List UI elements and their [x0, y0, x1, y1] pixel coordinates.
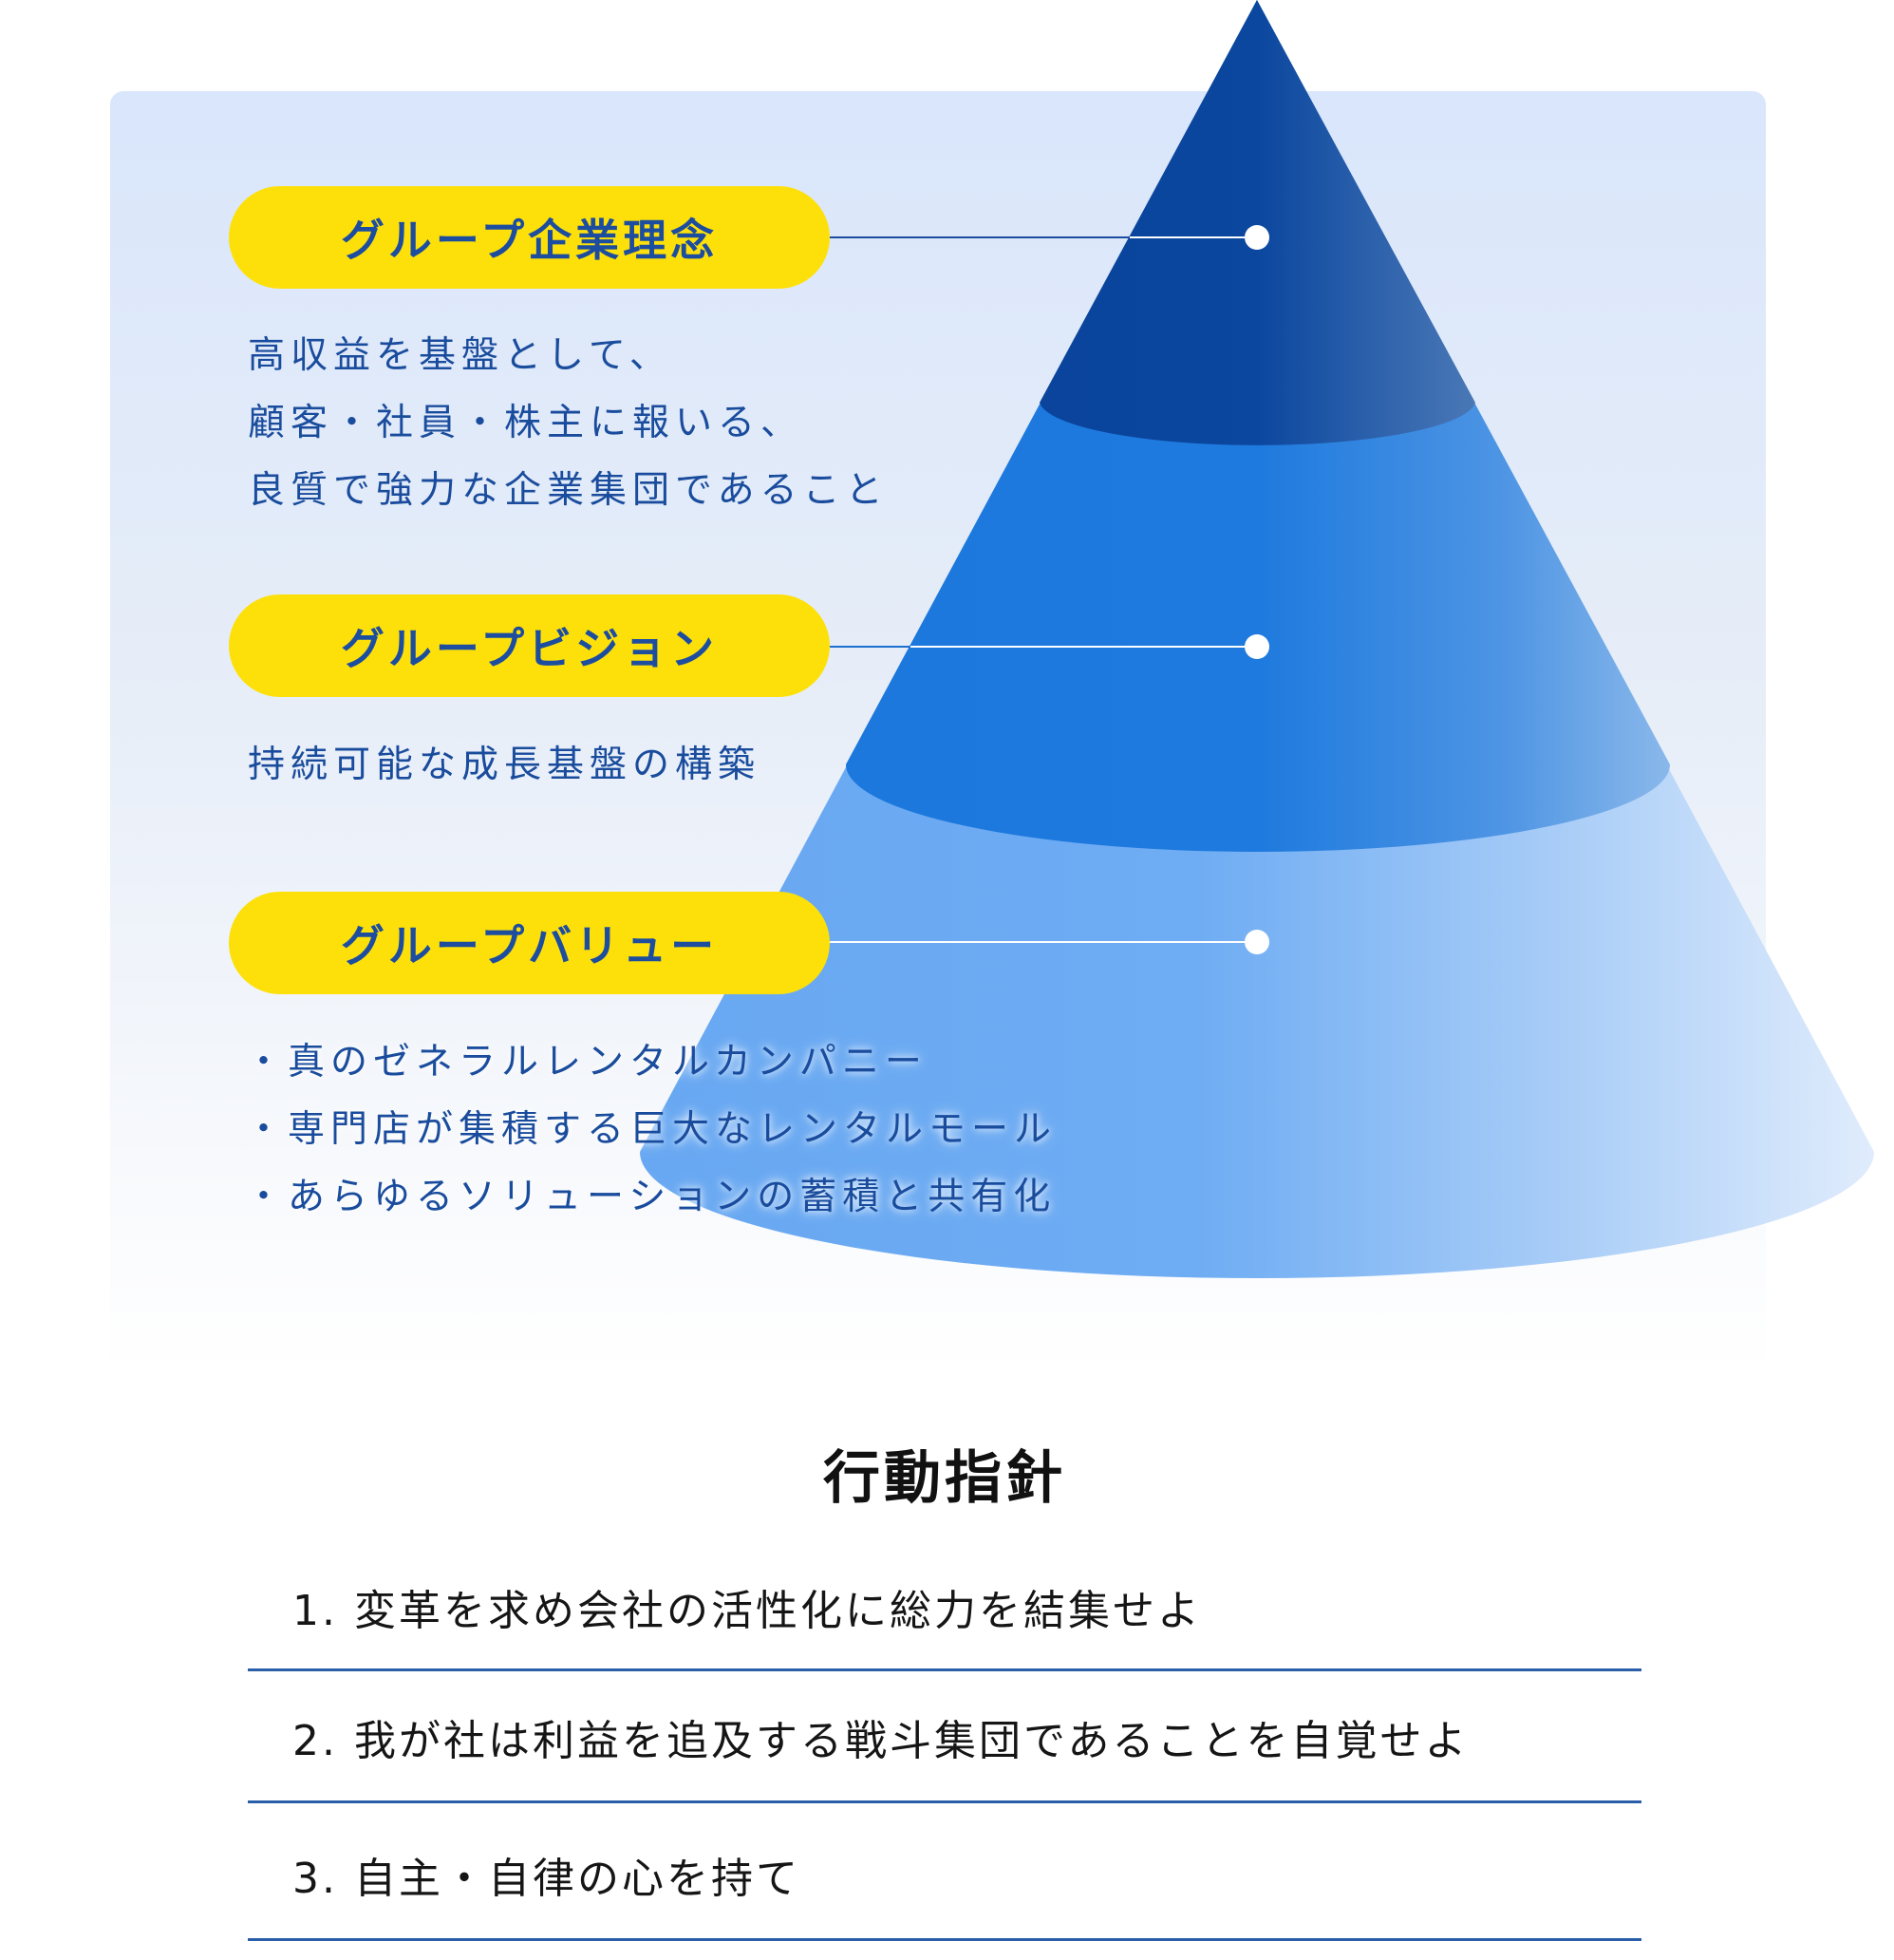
conduct-heading: 行動指針 [823, 1445, 1066, 1512]
tier-label-vision: グループビジョン [229, 594, 830, 697]
text-line: 顧客・社員・株主に報いる、 [248, 402, 804, 444]
pyramid-cone [640, 0, 1874, 1278]
tier-label-value: グループバリュー [229, 892, 830, 994]
divider [248, 1668, 1641, 1671]
connector-dot-1 [1245, 225, 1269, 250]
text-line: 高収益を基盤として、 [248, 334, 672, 377]
divider [248, 1938, 1641, 1941]
value-list: ・真のゼネラルレンタルカンパニー ・専門店が集積する巨大なレンタルモール ・あら… [245, 1028, 1057, 1231]
connector-dot-3 [1245, 930, 1269, 954]
tier-label-philosophy: グループ企業理念 [229, 186, 830, 289]
list-item: ・あらゆるソリューションの蓄積と共有化 [245, 1176, 1057, 1218]
conduct-item-3: 3. 自主・自律の心を持て [292, 1855, 800, 1903]
text-line: 持続可能な成長基盤の構築 [248, 744, 761, 786]
text-line: 良質で強力な企業集団であること [248, 469, 889, 512]
philosophy-text: 高収益を基盤として、 顧客・社員・株主に報いる、 良質で強力な企業集団であること [248, 322, 889, 524]
connector-dot-2 [1245, 634, 1269, 659]
conduct-item-1: 1. 変革を求め会社の活性化に総力を結集せよ [292, 1587, 1202, 1635]
list-item: ・専門店が集積する巨大なレンタルモール [245, 1108, 1058, 1151]
list-item: ・真のゼネラルレンタルカンパニー [245, 1041, 928, 1084]
vision-text: 持続可能な成長基盤の構築 [248, 731, 760, 799]
cone-top-tier [1040, 0, 1475, 445]
conduct-item-2: 2. 我が社は利益を追及する戦斗集団であることを自覚せよ [292, 1717, 1470, 1765]
divider [248, 1800, 1641, 1803]
